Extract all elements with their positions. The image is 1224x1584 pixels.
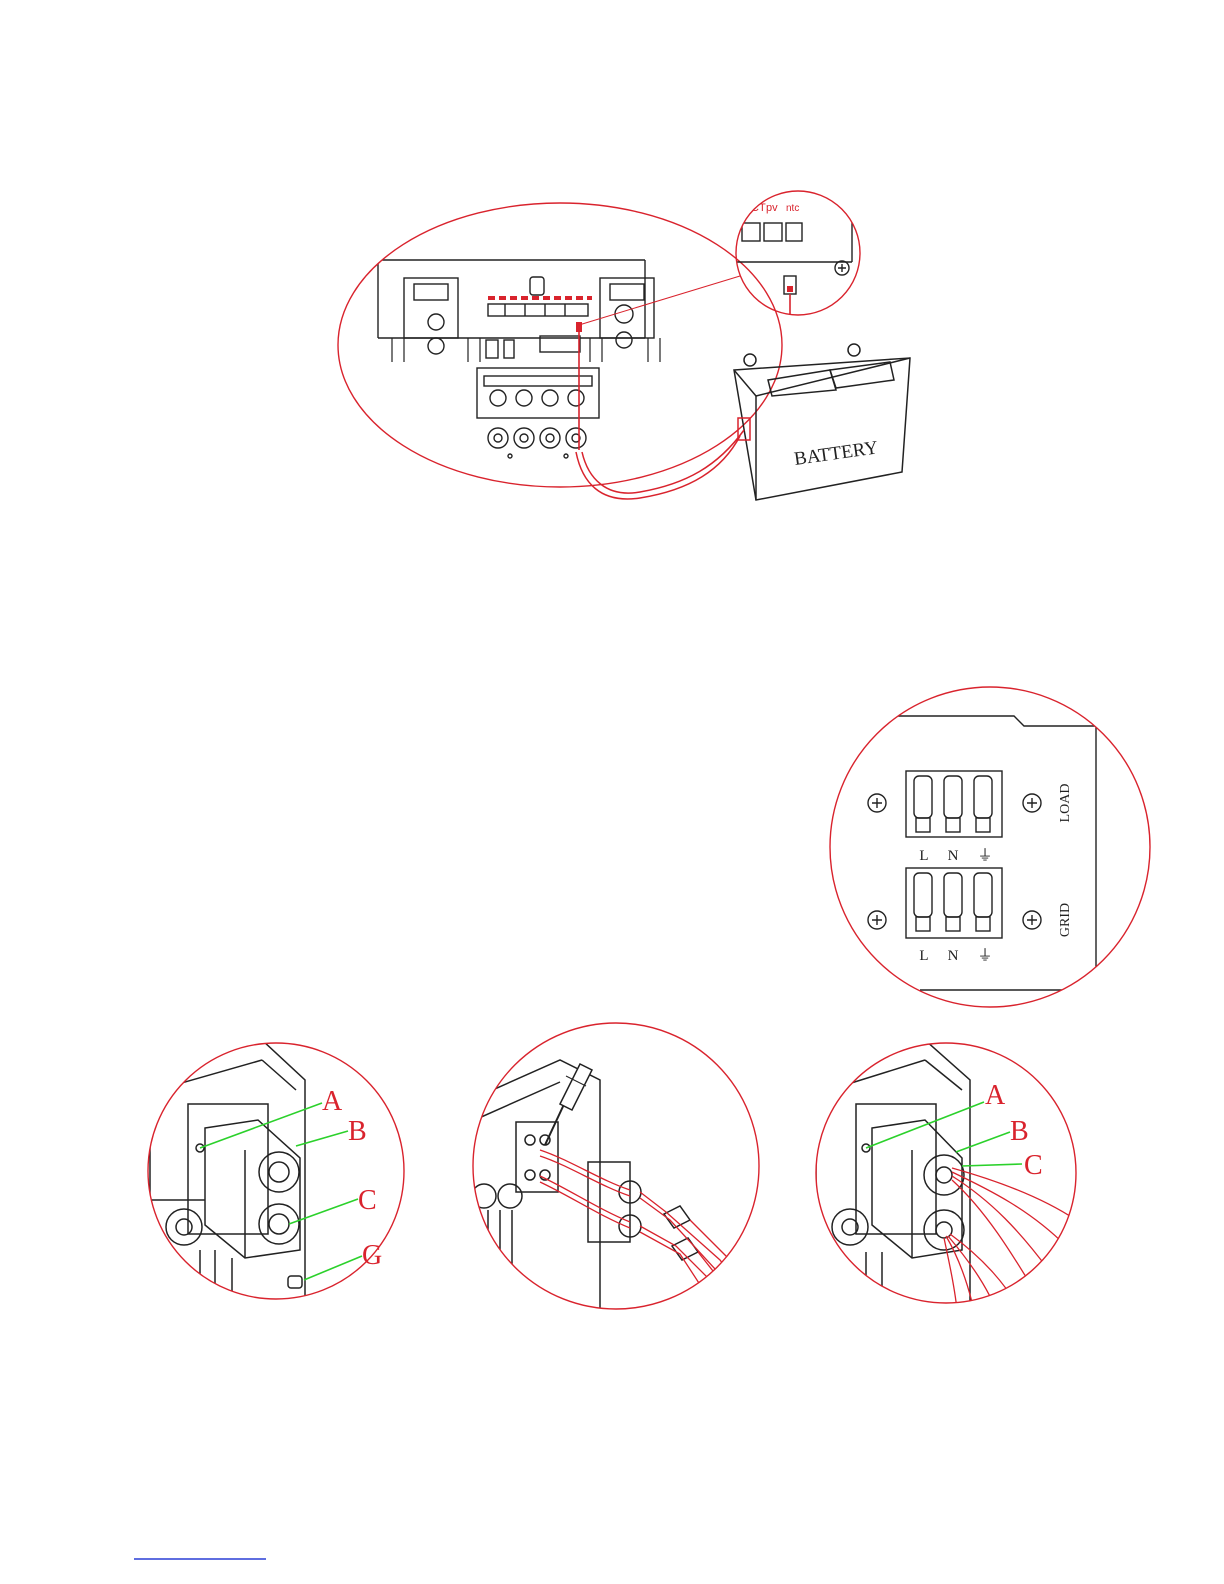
load-l-label: L xyxy=(919,848,928,864)
battery-connection-diagram: CT pv ntc BATTERY xyxy=(338,191,910,500)
gland-step-2-diagram xyxy=(470,1023,759,1310)
callout-line-b xyxy=(296,1131,348,1146)
callout-a-2: A xyxy=(985,1080,1006,1111)
callout-line-c-2 xyxy=(962,1164,1022,1166)
battery: BATTERY xyxy=(734,344,910,500)
inverter-bottom-view xyxy=(378,260,660,458)
load-n-label: N xyxy=(948,848,959,864)
connector-detail: CT pv ntc xyxy=(734,200,852,316)
callout-b: B xyxy=(348,1116,367,1147)
grid-l-label: L xyxy=(919,948,928,964)
pv-label: pv xyxy=(766,202,778,214)
load-label: LOAD xyxy=(1058,784,1073,823)
gland-step-1-diagram: A B C G xyxy=(148,1040,404,1320)
callout-line-b-2 xyxy=(956,1132,1010,1152)
callout-c: C xyxy=(358,1185,377,1216)
grid-n-label: N xyxy=(948,948,959,964)
callout-line-a-2 xyxy=(866,1102,984,1148)
terminal-block-diagram: L N ⏚ L N ⏚ LOAD GRID xyxy=(830,687,1150,1007)
battery-label: BATTERY xyxy=(793,437,880,470)
callout-b-2: B xyxy=(1010,1116,1029,1147)
gland-step-3-diagram: A B C xyxy=(816,1040,1076,1320)
callout-g: G xyxy=(362,1240,382,1271)
grid-label: GRID xyxy=(1058,903,1073,937)
ntc-label: ntc xyxy=(786,203,799,214)
grid-ground-label: ⏚ xyxy=(977,947,992,964)
callout-c-2: C xyxy=(1024,1150,1043,1181)
ct-label: CT xyxy=(751,202,766,214)
battery-cable-1 xyxy=(576,436,740,499)
callout-a: A xyxy=(322,1086,343,1117)
callout-line-g xyxy=(304,1256,362,1280)
load-ground-label: ⏚ xyxy=(977,847,992,864)
zoom-leader-line xyxy=(579,276,740,325)
